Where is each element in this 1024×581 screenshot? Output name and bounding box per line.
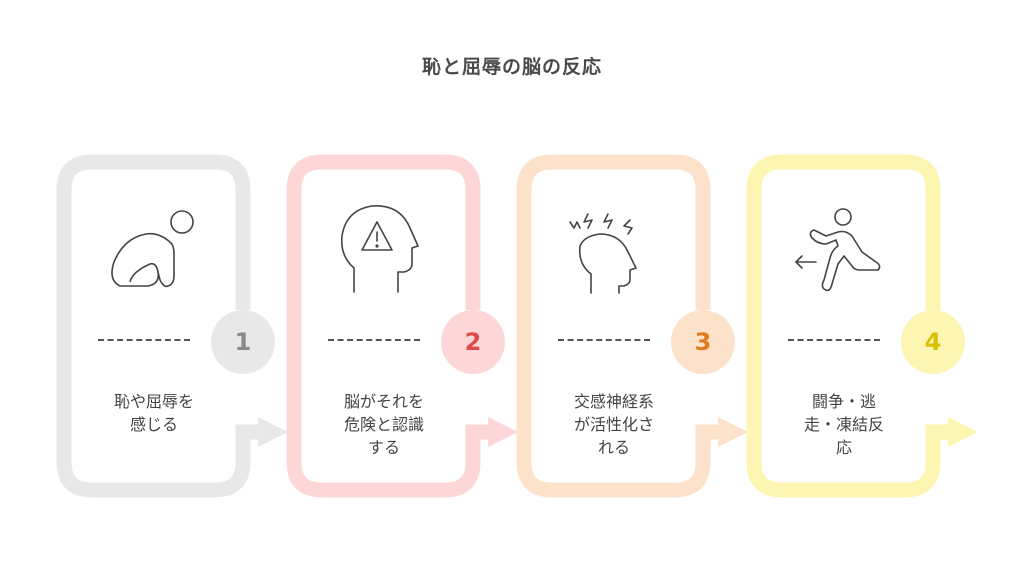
label-line: 走・凍結反 xyxy=(803,415,884,434)
diagram-title: 恥と屈辱の脳の反応 xyxy=(421,56,602,78)
arrow-step-2 xyxy=(488,417,518,447)
divider-dashed xyxy=(558,339,650,341)
label-line: 応 xyxy=(835,438,852,457)
label-line: 交感神経系 xyxy=(573,392,654,411)
label-line: が活性化さ xyxy=(573,415,654,434)
step-4: 闘争・逃 走・凍結反 応 4 xyxy=(754,150,965,510)
head-stress-icon xyxy=(569,213,637,294)
step-3-label: 交感神経系 が活性化さ れる xyxy=(534,390,694,459)
frame-step-1 xyxy=(56,154,262,498)
crouching-person-icon xyxy=(111,210,194,288)
label-line: 感じる xyxy=(129,415,178,434)
step-1-label: 恥や屈辱を 感じる xyxy=(74,390,234,436)
label-line: 恥や屈辱を xyxy=(113,392,194,411)
arrow-step-3 xyxy=(718,417,748,447)
step-3: 交感神経系 が活性化さ れる 3 xyxy=(524,150,735,510)
label-line: れる xyxy=(597,438,630,457)
step-1: 恥や屈辱を 感じる 1 xyxy=(64,150,275,510)
running-person-icon xyxy=(795,208,881,292)
divider-dashed xyxy=(98,339,190,341)
arrow-step-4 xyxy=(948,417,978,447)
label-line: 闘争・逃 xyxy=(811,392,876,411)
frame-step-3 xyxy=(516,154,722,498)
step-4-label: 闘争・逃 走・凍結反 応 xyxy=(764,390,924,459)
step-2-number-badge: 2 xyxy=(441,310,505,374)
step-2-label: 脳がそれを 危険と認識 する xyxy=(304,390,464,459)
label-line: 脳がそれを xyxy=(343,392,424,411)
step-4-number-badge: 4 xyxy=(901,310,965,374)
step-2: 脳がそれを 危険と認識 する 2 xyxy=(294,150,505,510)
label-line: する xyxy=(367,438,400,457)
step-3-number-badge: 3 xyxy=(671,310,735,374)
frame-step-4 xyxy=(746,154,952,498)
divider-dashed xyxy=(788,339,880,341)
head-warning-icon xyxy=(340,205,419,293)
frame-step-2 xyxy=(286,154,492,498)
label-line: 危険と認識 xyxy=(343,415,424,434)
step-1-number-badge: 1 xyxy=(211,310,275,374)
divider-dashed xyxy=(328,339,420,341)
